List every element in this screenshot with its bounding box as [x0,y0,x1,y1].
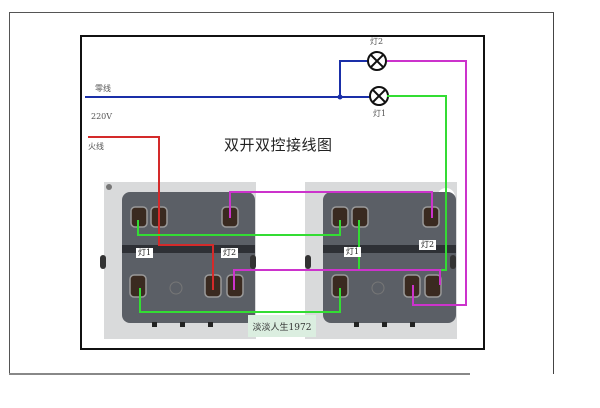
right-switch-lamp1-tag: 灯1 [344,247,362,257]
watermark: 淡淡人生1972 [248,315,316,337]
diagram-title: 双开双控接线图 [224,136,333,154]
lamp1-label: 灯1 [373,109,387,118]
lamp2-wires [229,60,467,306]
outer-frame-bottom-line [9,373,470,375]
diagram-frame [80,35,485,350]
lamp1-wires [137,95,447,313]
live-wire [88,136,214,290]
neutral-label: 零线 [95,84,111,93]
lamp2-label: 灯2 [370,37,384,46]
junction-dot [337,94,343,100]
right-switch-lamp2-tag: 灯2 [419,240,437,250]
left-switch-lamp2-tag: 灯2 [221,248,239,258]
voltage-label: 220V [91,112,113,121]
neutral-wire [85,60,370,98]
left-switch-lamp1-tag: 灯1 [136,248,154,258]
lamp1-icon [369,86,389,106]
left-switch-photo [100,182,256,339]
live-label: 火线 [88,142,104,151]
right-switch-photo [305,182,457,339]
outer-frame [9,12,554,374]
lamp2-icon [367,51,387,71]
